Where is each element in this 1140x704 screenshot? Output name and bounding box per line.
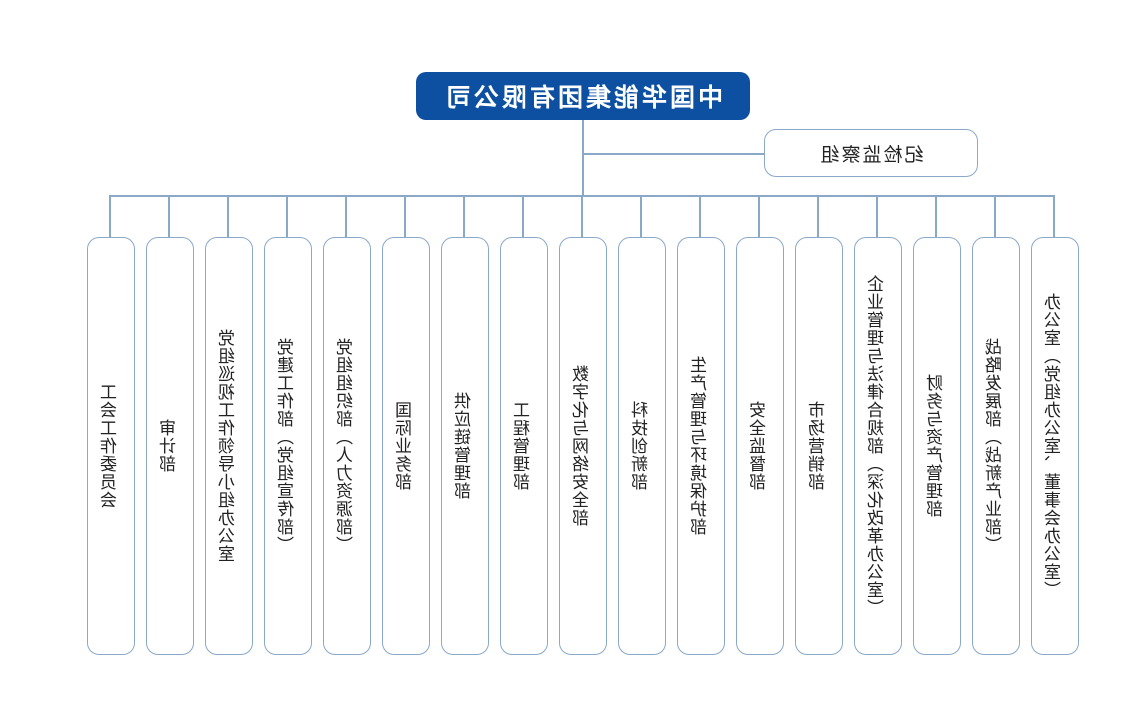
dept-box-7: 生产管理与环境保护部 xyxy=(677,237,725,655)
dept-box-14: 党建工作部（党组宣传部） xyxy=(264,237,312,655)
root-unit-label: 中国华能集团有限公司 xyxy=(443,83,724,112)
dept-box-2: 战略发展部（战新产业部） xyxy=(972,237,1020,655)
dept-connector-10 xyxy=(522,195,524,237)
dept-connector-11 xyxy=(463,195,465,237)
dept-connector-13 xyxy=(345,195,347,237)
dept-connector-17 xyxy=(109,195,111,237)
dept-label-12: 国际业务部 xyxy=(396,401,416,491)
dept-box-5: 市场营销部 xyxy=(795,237,843,655)
dept-box-3: 财务与资产管理部 xyxy=(913,237,961,655)
dept-label-15: 党组巡视工作领导小组办公室 xyxy=(219,329,239,563)
dept-label-14: 党建工作部（党组宣传部） xyxy=(278,338,298,554)
dept-label-3: 财务与资产管理部 xyxy=(927,374,947,518)
dept-connector-3 xyxy=(935,195,937,237)
dept-label-16: 审计部 xyxy=(160,419,180,473)
dept-connector-16 xyxy=(168,195,170,237)
root-unit: 中国华能集团有限公司 xyxy=(416,72,750,120)
dept-box-4: 企业管理与法律合规部（深化改革办公室） xyxy=(854,237,902,655)
dept-box-13: 党组组织部（人力资源部） xyxy=(323,237,371,655)
dept-label-10: 工程管理部 xyxy=(514,401,534,491)
dept-box-12: 国际业务部 xyxy=(382,237,430,655)
dept-label-8: 科技创新部 xyxy=(632,401,652,491)
dept-label-1: 办公室（党组办公室、董事会办公室） xyxy=(1045,293,1065,599)
dept-connector-9 xyxy=(581,195,583,237)
dept-label-17: 工会工作委员会 xyxy=(101,383,121,509)
trunk-line xyxy=(582,120,584,196)
dept-connector-15 xyxy=(227,195,229,237)
dept-label-13: 党组组织部（人力资源部） xyxy=(337,338,357,554)
dept-box-11: 供应链管理部 xyxy=(441,237,489,655)
dept-box-15: 党组巡视工作领导小组办公室 xyxy=(205,237,253,655)
dept-box-9: 数字化与网络安全部 xyxy=(559,237,607,655)
dept-label-6: 安全监督部 xyxy=(750,401,770,491)
dept-connector-8 xyxy=(640,195,642,237)
side-unit-label: 纪检监察组 xyxy=(818,143,924,166)
dept-box-8: 科技创新部 xyxy=(618,237,666,655)
dept-connector-5 xyxy=(817,195,819,237)
bus-line xyxy=(111,195,1055,197)
dept-box-1: 办公室（党组办公室、董事会办公室） xyxy=(1031,237,1079,655)
dept-connector-1 xyxy=(1053,195,1055,237)
dept-connector-2 xyxy=(994,195,996,237)
side-connector-line xyxy=(583,153,764,155)
dept-box-17: 工会工作委员会 xyxy=(87,237,135,655)
dept-box-10: 工程管理部 xyxy=(500,237,548,655)
dept-label-11: 供应链管理部 xyxy=(455,392,475,500)
dept-label-2: 战略发展部（战新产业部） xyxy=(986,338,1006,554)
dept-label-5: 市场营销部 xyxy=(809,401,829,491)
dept-connector-12 xyxy=(404,195,406,237)
dept-connector-7 xyxy=(699,195,701,237)
dept-label-7: 生产管理与环境保护部 xyxy=(691,356,711,536)
dept-box-6: 安全监督部 xyxy=(736,237,784,655)
dept-connector-4 xyxy=(876,195,878,237)
dept-box-16: 审计部 xyxy=(146,237,194,655)
dept-label-4: 企业管理与法律合规部（深化改革办公室） xyxy=(868,275,888,617)
side-unit: 纪检监察组 xyxy=(764,129,978,177)
dept-connector-6 xyxy=(758,195,760,237)
dept-label-9: 数字化与网络安全部 xyxy=(573,365,593,527)
dept-connector-14 xyxy=(286,195,288,237)
